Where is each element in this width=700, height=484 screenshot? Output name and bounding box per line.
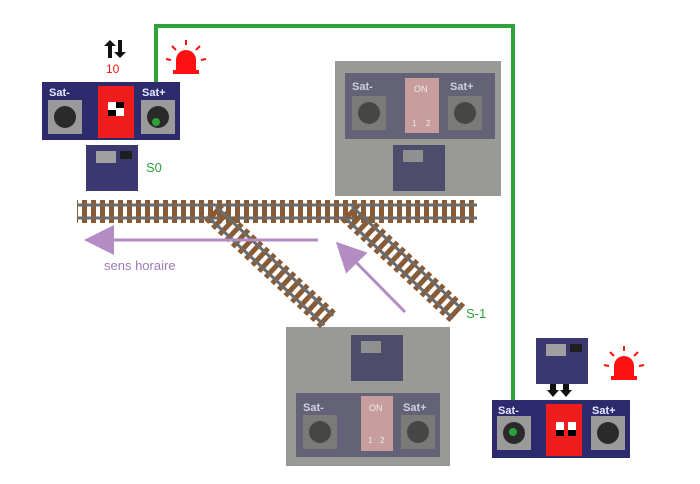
s1-sat-minus: Sat- bbox=[498, 405, 519, 417]
arrow-branch bbox=[335, 241, 407, 314]
s0-sat-minus: Sat- bbox=[49, 87, 70, 99]
track-branch-right bbox=[339, 202, 466, 323]
wire-terminal-s0 bbox=[152, 118, 160, 126]
ghost-panel-bottom: Sat- Sat+ ON 1 2 bbox=[286, 327, 450, 466]
alarm-light-icon bbox=[165, 40, 207, 74]
ghost2-dip-1: 1 bbox=[368, 436, 373, 445]
ghost2-dip-2: 2 bbox=[380, 436, 385, 445]
label-direction: sens horaire bbox=[104, 258, 176, 273]
track-branch-left bbox=[203, 202, 337, 329]
ghost-dip-on: ON bbox=[414, 84, 428, 94]
s0-sat-plus: Sat+ bbox=[142, 87, 166, 99]
label-s0: S0 bbox=[146, 160, 162, 175]
track-main bbox=[77, 200, 477, 223]
ghost2-dip-on: ON bbox=[369, 403, 383, 413]
ghost2-sat-minus: Sat- bbox=[303, 402, 324, 414]
ghost-dip-2: 2 bbox=[426, 119, 431, 128]
board-s0: Sat- Sat+ bbox=[42, 82, 180, 191]
double-down-arrow-icon bbox=[547, 384, 572, 397]
wire-terminal-s1 bbox=[509, 428, 517, 436]
wire bbox=[154, 24, 515, 432]
ghost2-sat-plus: Sat+ bbox=[403, 402, 427, 414]
label-s-1: S-1 bbox=[466, 306, 486, 321]
up-down-arrows-icon bbox=[104, 40, 126, 58]
s1-sat-plus: Sat+ bbox=[592, 405, 616, 417]
ghost-panel-top: Sat- Sat+ ON 1 2 bbox=[335, 61, 501, 196]
alarm-light-icon bbox=[603, 346, 645, 380]
counter-label: 10 bbox=[106, 62, 120, 76]
ghost-sat-minus: Sat- bbox=[352, 81, 373, 93]
ghost-dip-1: 1 bbox=[412, 119, 417, 128]
ghost-sat-plus: Sat+ bbox=[450, 81, 474, 93]
